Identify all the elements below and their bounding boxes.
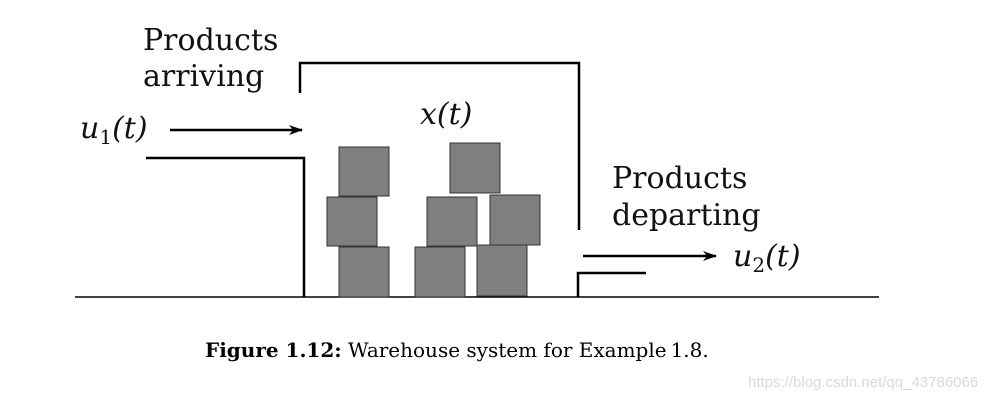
- u1-var: u: [80, 111, 100, 146]
- u1-sub: 1: [99, 125, 113, 149]
- departing-label-line2: departing: [612, 198, 761, 233]
- product-stack: [326, 142, 541, 298]
- product-box: [449, 142, 501, 194]
- arriving-label-line1: Products: [143, 23, 279, 58]
- inlet-wall: [146, 156, 306, 297]
- u2-var: u: [733, 239, 753, 274]
- u1-label: u1(t): [80, 112, 148, 154]
- x-var: x: [420, 97, 437, 132]
- product-box: [489, 194, 541, 246]
- x-arg: (t): [436, 97, 473, 132]
- watermark-url: https://blog.csdn.net/qq_43786066: [748, 374, 979, 391]
- x-label: x(t): [420, 98, 472, 132]
- warehouse-roof: [298, 61, 581, 230]
- caption-text: Warehouse system for Example 1.8.: [341, 338, 709, 362]
- product-box: [326, 196, 378, 247]
- product-box: [338, 246, 390, 298]
- u2-label: u2(t): [733, 240, 801, 282]
- u2-arg: (t): [765, 239, 801, 274]
- outlet-step: [576, 271, 646, 297]
- u1-arg: (t): [112, 111, 148, 146]
- arriving-label-line2: arriving: [143, 59, 265, 94]
- u2-sub: 2: [752, 253, 766, 277]
- product-box: [414, 246, 466, 298]
- departing-label-line1: Products: [612, 161, 748, 196]
- product-box: [338, 146, 390, 197]
- product-box: [426, 196, 478, 247]
- product-box: [476, 244, 528, 297]
- caption-label: Figure 1.12:: [205, 338, 342, 362]
- figure-caption: Figure 1.12: Warehouse system for Exampl…: [205, 338, 709, 362]
